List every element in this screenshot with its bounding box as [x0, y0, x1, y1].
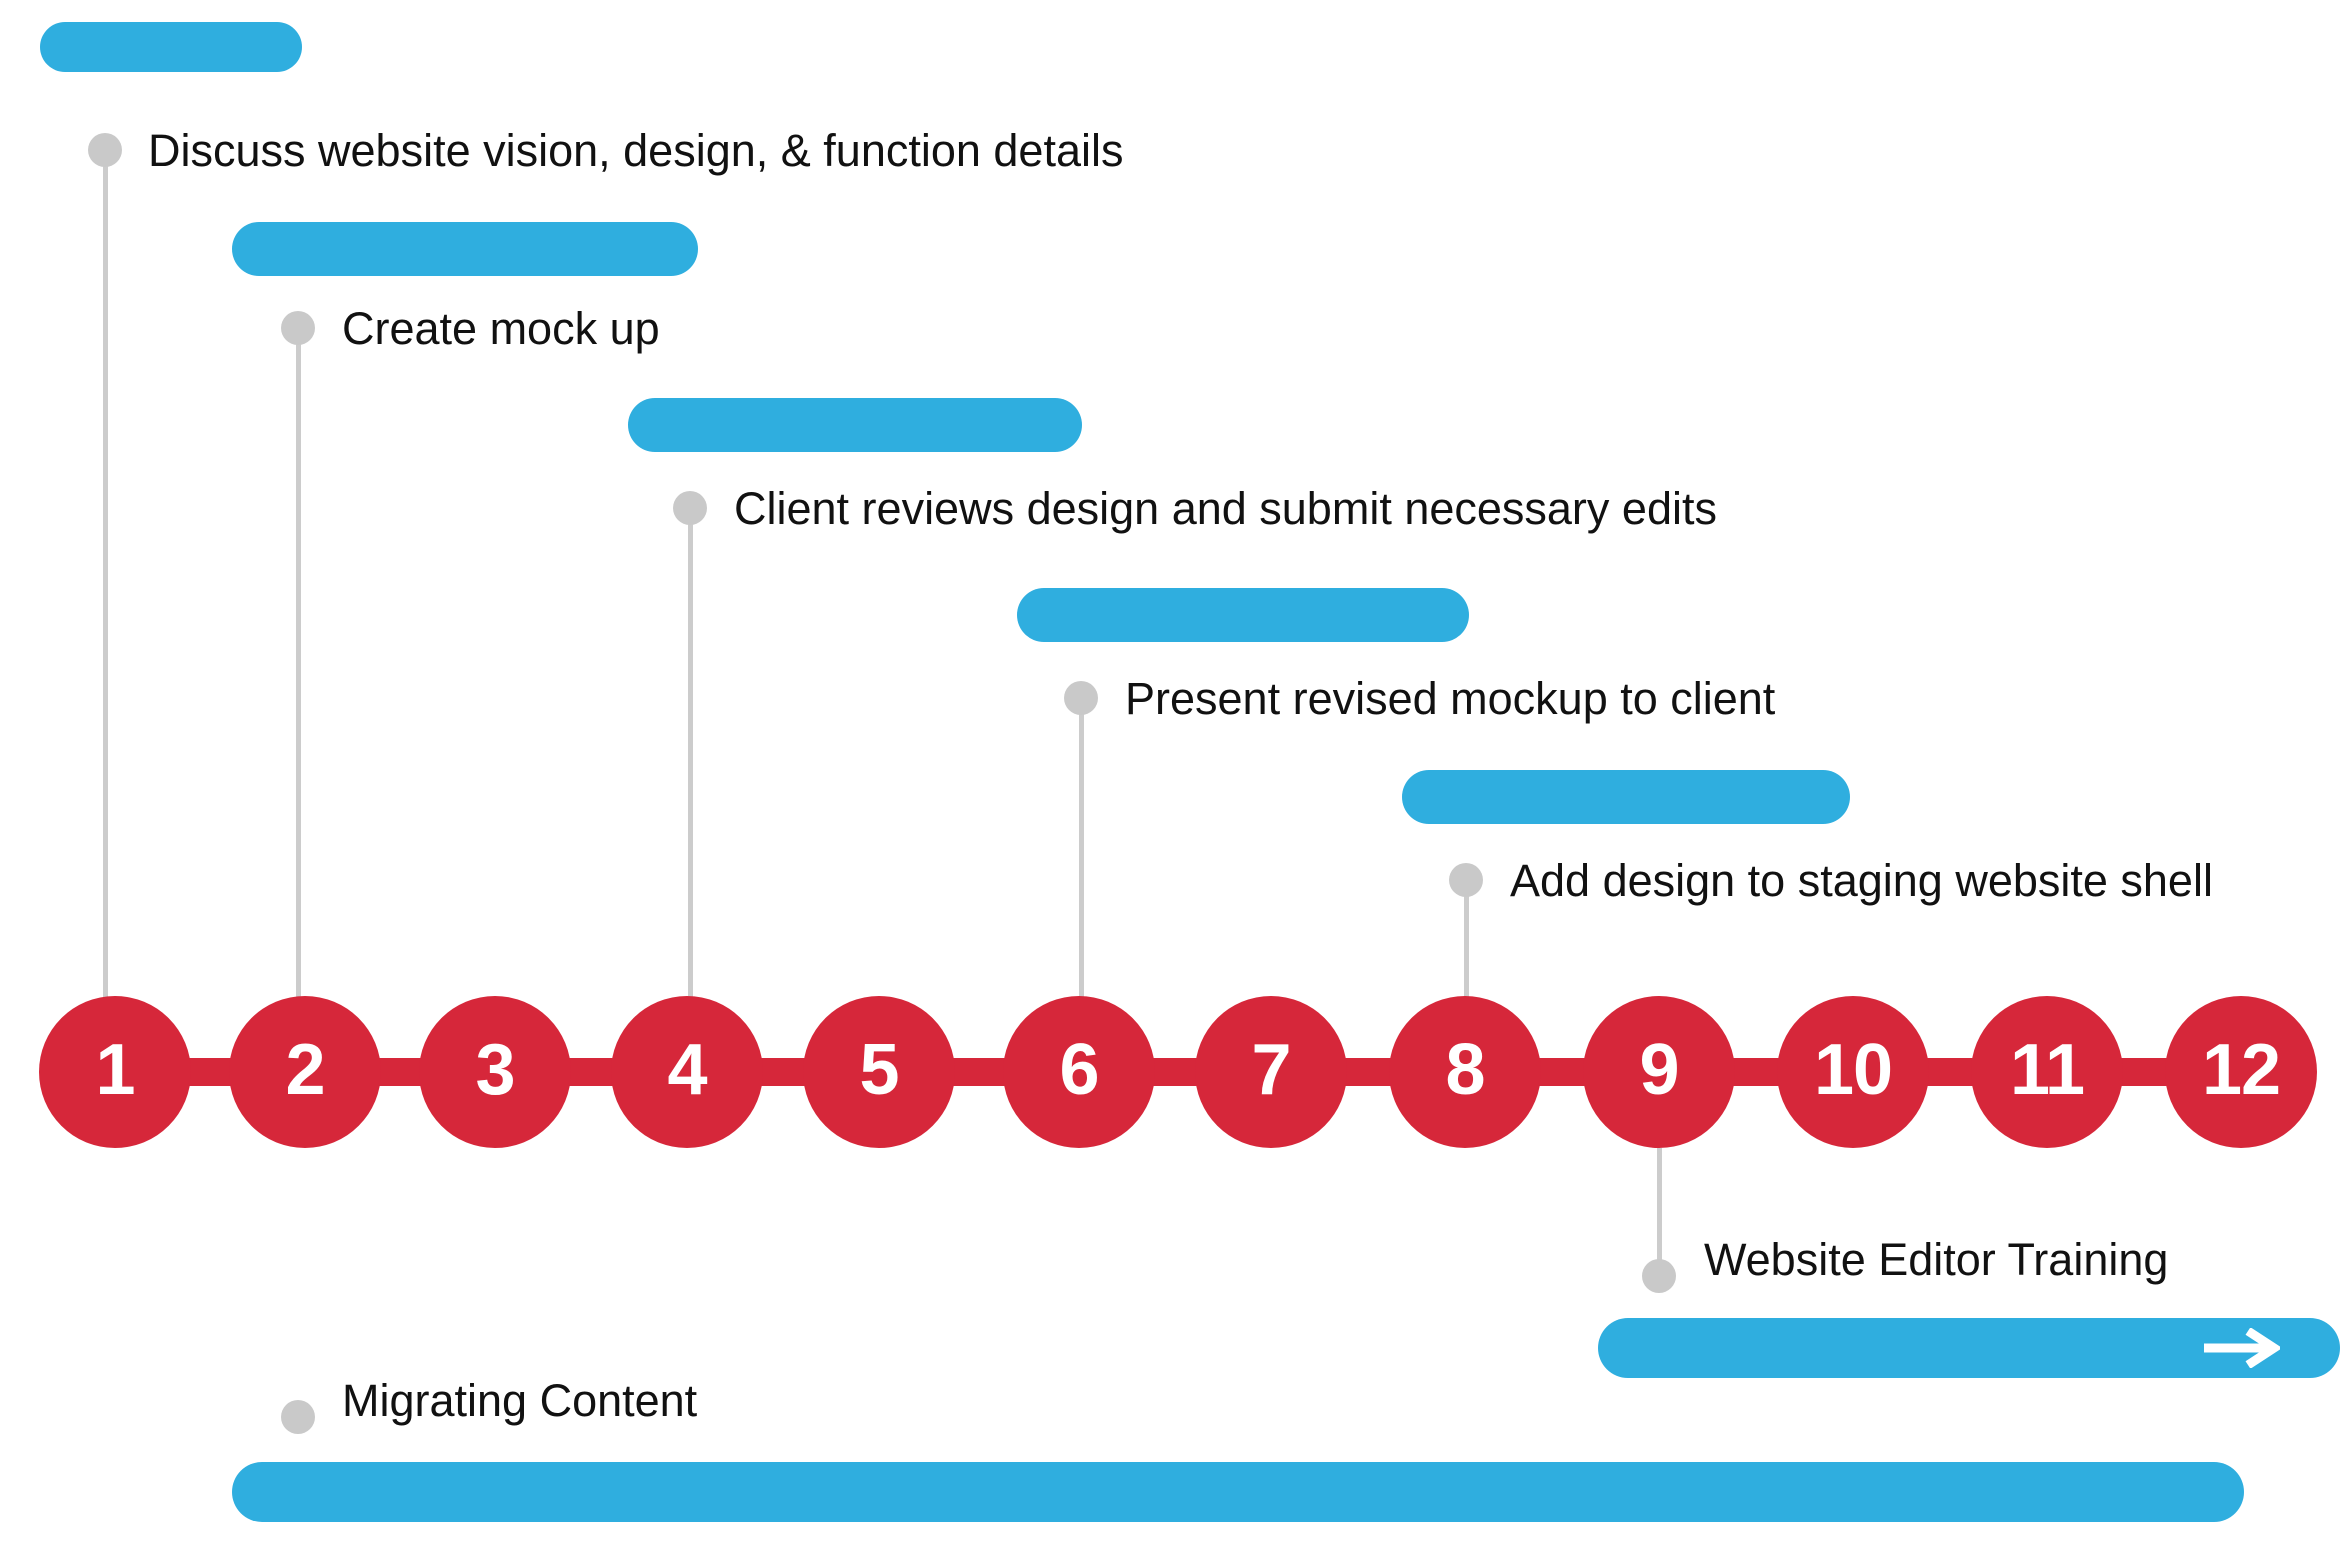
task-bar-present-revised-mockup[interactable]: [1017, 588, 1469, 642]
timeline-node-10[interactable]: 10: [1777, 996, 1929, 1148]
task-bar-discuss-vision[interactable]: [40, 22, 302, 72]
milestone-dot-add-design-staging: [1449, 863, 1483, 897]
connector-line-discuss-vision: [103, 148, 108, 1072]
timeline-node-5-label: 5: [859, 1030, 899, 1110]
milestone-dot-discuss-vision: [88, 133, 122, 167]
task-bar-client-reviews[interactable]: [628, 398, 1082, 452]
timeline-node-6-label: 6: [1059, 1030, 1099, 1110]
timeline-node-1-label: 1: [95, 1030, 135, 1110]
timeline-node-11-label: 11: [2009, 1030, 2085, 1110]
milestone-dot-website-editor-training: [1642, 1259, 1676, 1293]
timeline-node-3-label: 3: [475, 1030, 515, 1110]
connector-line-add-design-staging: [1464, 880, 1469, 1072]
connector-line-create-mockup: [296, 328, 301, 1072]
timeline-node-5[interactable]: 5: [803, 996, 955, 1148]
connector-line-present-revised-mockup: [1079, 698, 1084, 1072]
arrow-right-icon: [2204, 1328, 2280, 1368]
task-label-discuss-vision: Discuss website vision, design, & functi…: [148, 125, 1124, 176]
timeline-node-12[interactable]: 12: [2165, 996, 2317, 1148]
timeline-node-2-label: 2: [285, 1030, 325, 1110]
timeline-node-10-label: 10: [1813, 1030, 1893, 1110]
task-label-website-editor-training: Website Editor Training: [1704, 1234, 2169, 1285]
task-bar-add-design-staging[interactable]: [1402, 770, 1850, 824]
timeline-node-3[interactable]: 3: [419, 996, 571, 1148]
timeline-node-8-label: 8: [1445, 1030, 1485, 1110]
timeline-node-9-label: 9: [1639, 1030, 1679, 1110]
task-label-migrating-content: Migrating Content: [342, 1375, 698, 1426]
milestone-dot-present-revised-mockup: [1064, 681, 1098, 715]
timeline-node-2[interactable]: 2: [229, 996, 381, 1148]
task-bar-migrating-content[interactable]: [232, 1462, 2244, 1522]
timeline-node-11[interactable]: 11: [1971, 996, 2123, 1148]
task-label-add-design-staging: Add design to staging website shell: [1510, 855, 2213, 906]
connector-line-client-reviews: [688, 508, 693, 1072]
timeline-node-9[interactable]: 9: [1583, 996, 1735, 1148]
milestone-dot-migrating-content: [281, 1400, 315, 1434]
timeline-spine: [80, 1058, 2280, 1086]
timeline-node-7[interactable]: 7: [1195, 996, 1347, 1148]
milestone-dot-create-mockup: [281, 311, 315, 345]
timeline-node-6[interactable]: 6: [1003, 996, 1155, 1148]
task-label-client-reviews: Client reviews design and submit necessa…: [734, 483, 1717, 534]
timeline-node-7-label: 7: [1251, 1030, 1291, 1110]
timeline-node-12-label: 12: [2201, 1030, 2281, 1110]
timeline-node-1[interactable]: 1: [39, 996, 191, 1148]
milestone-dot-client-reviews: [673, 491, 707, 525]
task-bar-website-editor-training[interactable]: [1598, 1318, 2340, 1378]
connector-line-website-editor-training: [1657, 1148, 1662, 1276]
timeline-node-4[interactable]: 4: [611, 996, 763, 1148]
task-label-create-mockup: Create mock up: [342, 303, 660, 354]
task-bar-create-mockup[interactable]: [232, 222, 698, 276]
timeline-node-8[interactable]: 8: [1389, 996, 1541, 1148]
task-label-present-revised-mockup: Present revised mockup to client: [1125, 673, 1776, 724]
timeline-node-4-label: 4: [667, 1030, 707, 1110]
